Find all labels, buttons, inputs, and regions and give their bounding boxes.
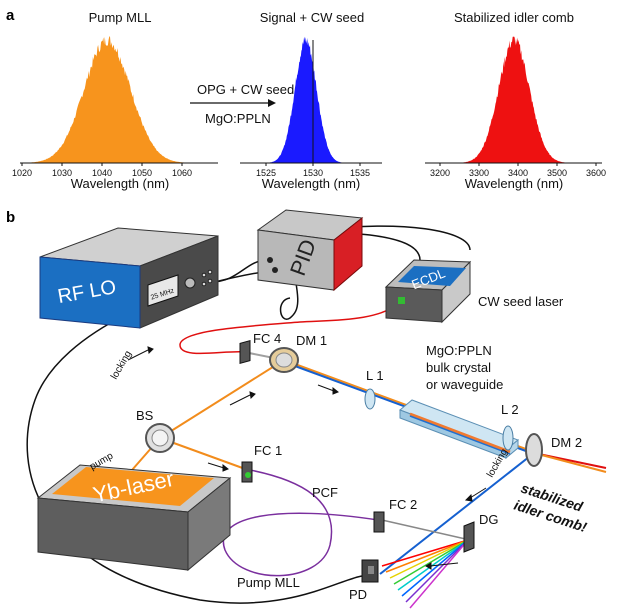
pid-ecdl-cable (279, 261, 299, 320)
dg-grating (463, 521, 475, 553)
tick-label: 1040 (92, 168, 112, 178)
spectrum-title-pump: Pump MLL (89, 10, 152, 25)
crystal-label-a: MgO:PPLN (205, 111, 271, 126)
tick-label: 1060 (172, 168, 192, 178)
xlabel-idler: Wavelength (nm) (465, 176, 564, 191)
locking-label-left: locking (109, 349, 134, 381)
rainbow-ray (389, 539, 469, 579)
spectrum-title-signal: Signal + CW seed (260, 10, 364, 25)
tick-label: 1050 (132, 168, 152, 178)
rainbow-ray (385, 539, 469, 573)
rainbow-ray (409, 539, 469, 609)
opg-label: OPG + CW seed (197, 82, 294, 97)
fc4-label: FC 4 (253, 331, 281, 346)
dg-label: DG (479, 512, 499, 527)
yb-laser: Yb-laser Pump MLL (36, 464, 300, 590)
spectrum-fill-idler (428, 36, 600, 163)
spectrum-fill-signal (240, 36, 380, 163)
pcf-label: PCF (312, 485, 338, 500)
fc1-port (245, 472, 251, 478)
tick-label: 3200 (430, 168, 450, 178)
tick-label: 1030 (52, 168, 72, 178)
dm1-label: DM 1 (296, 333, 327, 348)
panel-a-label: a (6, 7, 15, 24)
spectrum-signal: Signal + CW seed 1525 1530 1535 Wavelength… (240, 10, 382, 191)
spectrum-title-idler: Stabilized idler comb (454, 10, 574, 25)
pd-label: PD (349, 587, 367, 602)
crystal-label-3: or waveguide (426, 377, 503, 392)
rf-lo: RF LO 25 MHz (39, 227, 219, 329)
fc4 (239, 340, 251, 364)
crystal-label-2: bulk crystal (426, 360, 491, 375)
spectrum-idler: Stabilized idler comb 3200 3300 3400 3500 36… (425, 10, 606, 191)
rainbow-ray (401, 539, 469, 597)
xlabel-signal: Wavelength (nm) (262, 176, 361, 191)
direction-arrows (127, 346, 487, 570)
pcf-fiber (222, 469, 379, 577)
opg-arrow: OPG + CW seed MgO:PPLN (190, 82, 294, 126)
l1-label: L 1 (366, 368, 384, 383)
ppln-crystal (399, 399, 519, 460)
bs-label: BS (136, 408, 154, 423)
dm2-mirror (525, 433, 543, 467)
fc2-label: FC 2 (389, 497, 417, 512)
ecdl-output-port (398, 297, 405, 304)
spectrum-pump-mll: Pump MLL 1020 1030 1040 1050 1060 Wavelength… (12, 10, 218, 191)
xlabel-pump: Wavelength (nm) (71, 176, 170, 191)
tick-label: 1525 (256, 168, 276, 178)
lens-l1 (364, 388, 376, 410)
lens-l2 (502, 425, 514, 451)
diffraction-spectrum (381, 539, 469, 609)
tick-label: 3400 (508, 168, 528, 178)
fc2 (373, 511, 385, 533)
cw-seed-fiber (179, 300, 403, 355)
spectrum-fill-pump (22, 36, 216, 163)
l2-label: L 2 (501, 402, 519, 417)
pid-controller: PID (256, 209, 364, 292)
tick-label: 1530 (303, 168, 323, 178)
tick-label: 3600 (586, 168, 606, 178)
dm2-label: DM 2 (551, 435, 582, 450)
rainbow-ray (397, 539, 469, 591)
tick-label: 1020 (12, 168, 32, 178)
tick-label: 1535 (350, 168, 370, 178)
pump-mll-label: Pump MLL (237, 575, 300, 590)
tick-label: 3500 (547, 168, 567, 178)
ecdl-laser: ECDL CW seed laser (384, 259, 564, 324)
panel-b-label: b (6, 209, 15, 226)
crystal-label-1: MgO:PPLN (426, 343, 492, 358)
fc1 (241, 461, 253, 483)
fc1-label: FC 1 (254, 443, 282, 458)
cw-seed-laser-label: CW seed laser (478, 294, 564, 309)
rf-knob (184, 277, 196, 289)
rainbow-ray (393, 539, 469, 585)
rainbow-ray (381, 539, 469, 567)
rainbow-ray (405, 539, 469, 603)
tick-label: 3300 (469, 168, 489, 178)
